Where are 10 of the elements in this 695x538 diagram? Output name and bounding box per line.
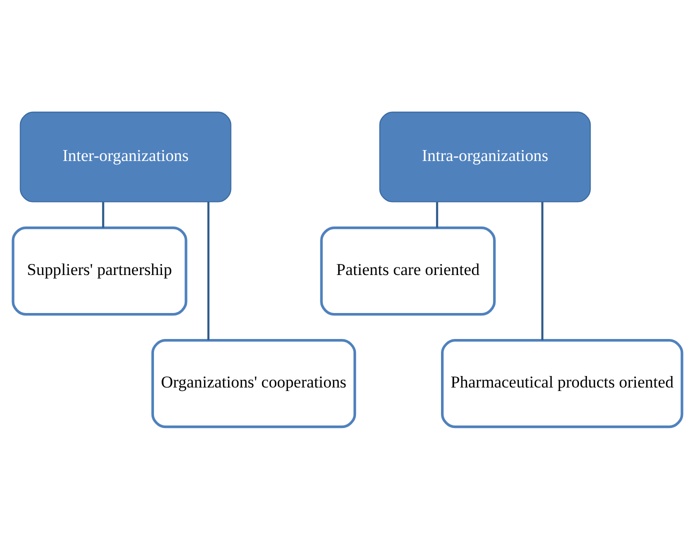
- connector: [436, 202, 438, 228]
- node-box: Patients care oriented: [320, 226, 496, 316]
- connector: [102, 202, 104, 228]
- node-box: Pharmaceutical products oriented: [441, 338, 684, 428]
- node-box: Inter-organizations: [20, 111, 232, 202]
- node-box: Suppliers' partnership: [12, 226, 188, 316]
- node-box: Organizations' cooperations: [151, 338, 356, 428]
- connector: [541, 202, 544, 340]
- node-box: Intra-organizations: [379, 111, 591, 202]
- connector: [207, 202, 210, 340]
